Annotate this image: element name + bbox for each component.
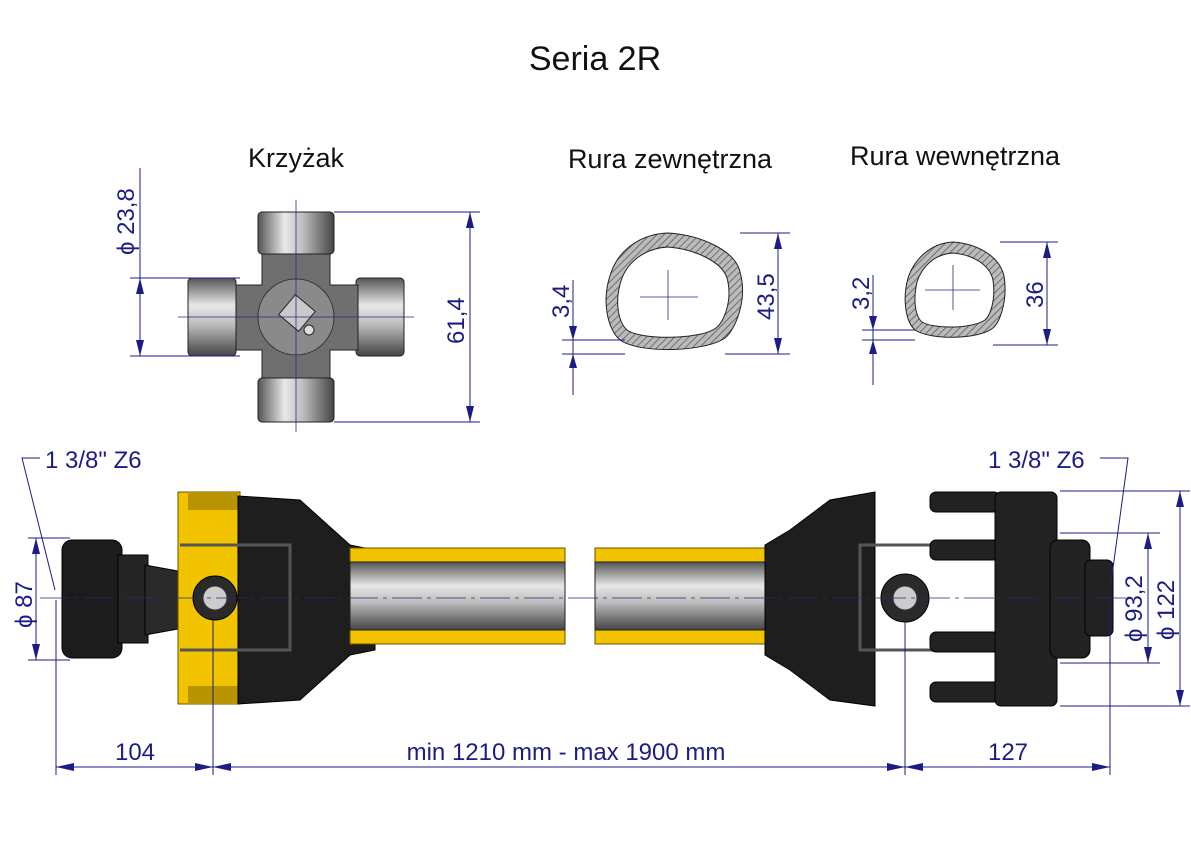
left-spline-label: 1 3/8" Z6 <box>45 447 142 474</box>
length-range-dimension: min 1210 mm - max 1900 mm <box>407 739 726 766</box>
outer-tube-label: Rura zewnętrzna <box>568 144 773 174</box>
page-title: Seria 2R <box>529 40 661 78</box>
outer-tube-size-dimension: 43,5 <box>753 273 780 320</box>
left-length-dimension: 104 <box>115 739 155 766</box>
right-inner-diameter-dimension: ϕ 93,2 <box>1121 575 1148 642</box>
right-spline-label: 1 3/8" Z6 <box>988 447 1085 474</box>
inner-tube-view: Rura wewnętrzna 3,2 36 <box>848 141 1061 385</box>
cross-label: Krzyżak <box>248 143 345 173</box>
shaft-dimensions: 1 3/8" Z6 1 3/8" Z6 ϕ 87 ϕ 93,2 ϕ 122 <box>11 447 1190 775</box>
outer-tube-profile <box>605 232 743 351</box>
cross-diameter-dimension: ϕ 23,8 <box>113 188 140 255</box>
inner-tube-wall-dimension: 3,2 <box>848 277 875 310</box>
right-length-dimension: 127 <box>988 739 1028 766</box>
inner-tube-profile <box>904 241 1006 338</box>
outer-tube-wall-dimension: 3,4 <box>548 285 575 318</box>
right-outer-diameter-dimension: ϕ 122 <box>1153 580 1180 640</box>
left-diameter-dimension: ϕ 87 <box>11 581 38 628</box>
outer-tube-view: Rura zewnętrzna 3,4 43,5 <box>548 144 790 395</box>
shaft-drawing <box>61 491 1114 707</box>
inner-tube-label: Rura wewnętrzna <box>850 141 1061 171</box>
inner-tube-size-dimension: 36 <box>1022 281 1049 308</box>
cross-view: Krzyżak ϕ 23,8 61,4 <box>113 143 480 432</box>
cross-length-dimension: 61,4 <box>443 297 470 344</box>
